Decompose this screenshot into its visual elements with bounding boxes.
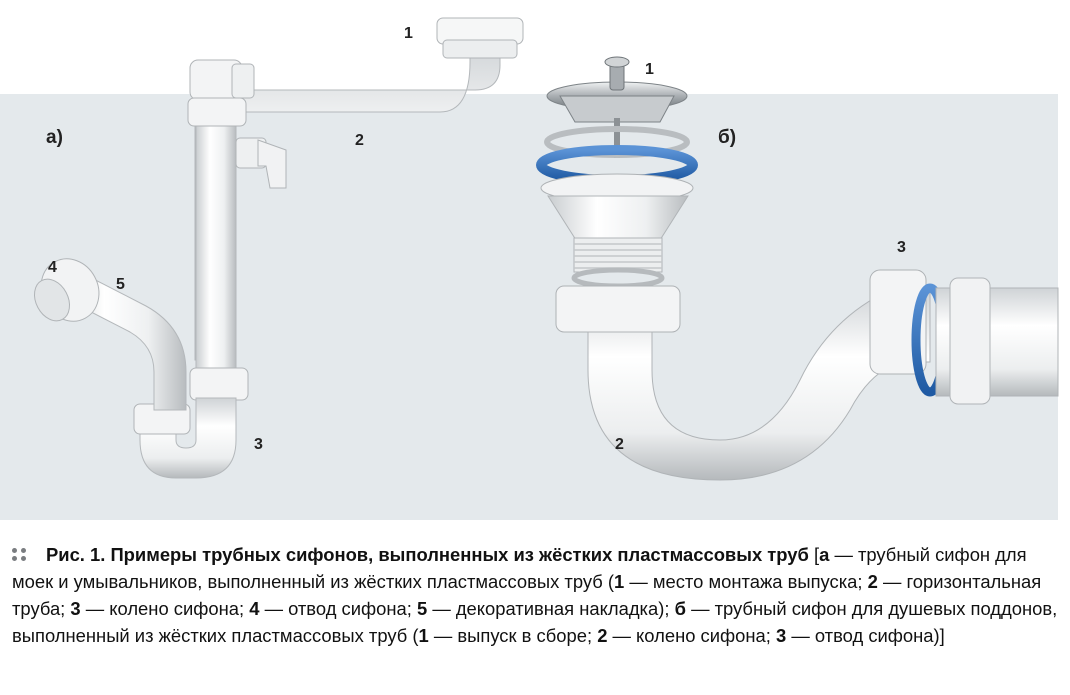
section-label-b: б) bbox=[718, 127, 737, 148]
caption-text-b1: — выпуск в сборе; bbox=[428, 625, 598, 646]
callout-a-3: 3 bbox=[254, 436, 263, 453]
callout-a-5: 5 bbox=[116, 276, 125, 293]
figure: 1 а) 2 4 5 3 1 б) 3 2 bbox=[0, 17, 1059, 520]
caption-letter-a: а bbox=[819, 544, 830, 565]
caption-text-a5: — декоративная накладка); bbox=[427, 598, 675, 619]
caption-num-a5: 5 bbox=[416, 598, 428, 619]
caption-title: Рис. 1. Примеры трубных сифонов, выполне… bbox=[46, 544, 809, 565]
callout-b-1: 1 bbox=[645, 61, 654, 78]
caption-text-a4: — отвод сифона; bbox=[259, 598, 417, 619]
caption-text-b3: — отвод сифона)] bbox=[786, 625, 945, 646]
figure-caption: Рис. 1. Примеры трубных сифонов, выполне… bbox=[12, 541, 1060, 649]
caption-num-b1: 1 bbox=[418, 625, 429, 646]
caption-num-a3: 3 bbox=[70, 598, 81, 619]
callout-a-2: 2 bbox=[355, 132, 364, 149]
caption-text-b2: — колено сифона; bbox=[607, 625, 776, 646]
caption-letter-b: б bbox=[674, 598, 686, 619]
callout-a-4: 4 bbox=[48, 259, 57, 276]
double-dot-bullet-icon bbox=[12, 548, 34, 562]
caption-num-b3: 3 bbox=[776, 625, 787, 646]
caption-text-b: — трубный сифон для душевых поддонов, вы… bbox=[12, 598, 1058, 646]
caption-num-a1: 1 bbox=[614, 571, 625, 592]
caption-text-a1: — место монтажа выпуска; bbox=[624, 571, 868, 592]
caption-bracket: [ bbox=[808, 544, 820, 565]
caption-num-b2: 2 bbox=[597, 625, 608, 646]
figure-illustration bbox=[0, 17, 1059, 520]
callout-b-2: 2 bbox=[615, 436, 624, 453]
callout-b-3: 3 bbox=[897, 239, 906, 256]
caption-text-a2: — горизонтальная труба; bbox=[12, 571, 1042, 619]
siphon-a-illustration bbox=[33, 17, 524, 479]
siphon-b-illustration bbox=[536, 56, 1059, 481]
caption-text-a: — трубный сифон для моек и умывальников,… bbox=[12, 544, 1027, 592]
caption-num-a2: 2 bbox=[867, 571, 878, 592]
callout-a-1: 1 bbox=[404, 25, 413, 42]
section-label-a: а) bbox=[46, 127, 63, 148]
caption-num-a4: 4 bbox=[249, 598, 260, 619]
caption-text-a3: — колено сифона; bbox=[80, 598, 250, 619]
